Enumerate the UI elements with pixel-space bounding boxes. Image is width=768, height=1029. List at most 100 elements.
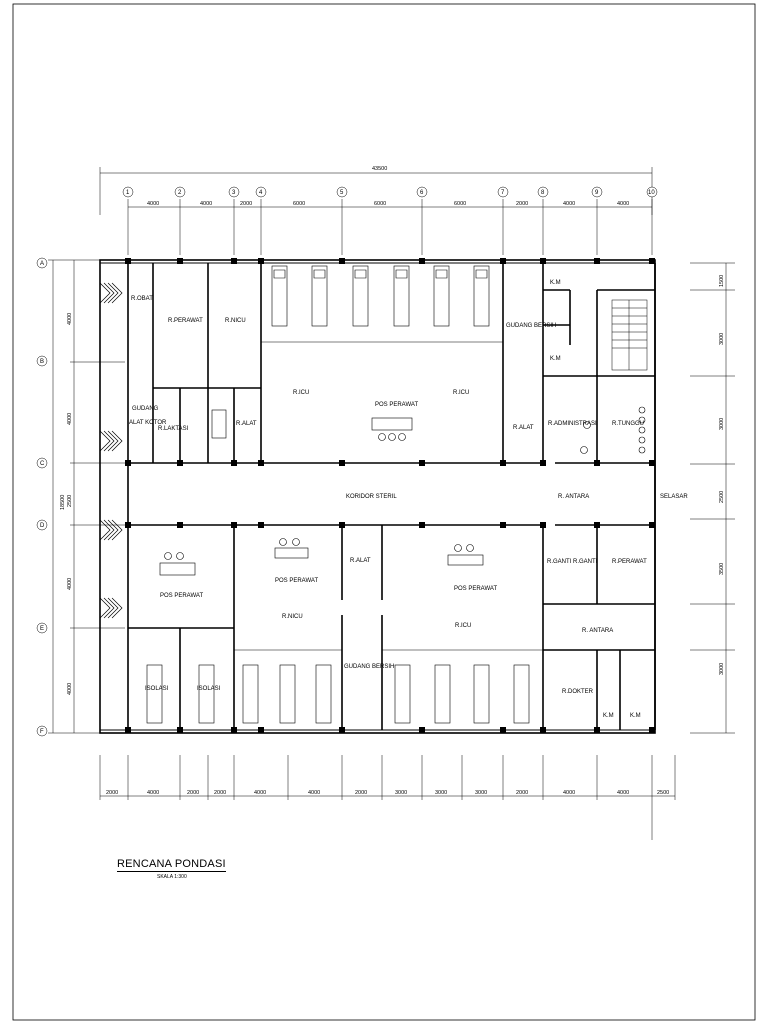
right-dim-6: 3000: [719, 663, 725, 675]
bottom-dim-2: 4000: [147, 790, 159, 796]
label-pos-perawat-mid: POS PERAWAT: [275, 578, 318, 584]
left-dim-labels: 4000 4000 2500 4000 4000: [67, 313, 73, 695]
label-r-antara-bottom: R. ANTARA: [582, 628, 613, 634]
left-dim-1: 4000: [67, 313, 73, 325]
label-r-icu-left: R.ICU: [293, 390, 309, 396]
label-r-icu-right: R.ICU: [453, 390, 469, 396]
label-koridor: KORIDOR STERIL: [346, 494, 397, 500]
bottom-dim-8: 3000: [395, 790, 407, 796]
grid-row-c: C: [40, 461, 45, 467]
grid-col-8: 8: [541, 190, 545, 196]
bottom-dim-11: 2000: [516, 790, 528, 796]
right-dim-2: 3000: [719, 333, 725, 345]
stairs: [611, 299, 648, 371]
label-isolasi-1: ISOLASI: [145, 686, 169, 692]
grid-col-3: 3: [232, 190, 236, 196]
label-gudang-alat-2: ALAT KOTOR: [129, 420, 167, 426]
bottom-dim-6: 4000: [308, 790, 320, 796]
bottom-dim-4: 2000: [214, 790, 226, 796]
grid-col-5: 5: [340, 190, 344, 196]
left-dim-5: 4000: [67, 683, 73, 695]
beds-bottom: [146, 664, 530, 724]
beds-top-icu: [271, 265, 490, 327]
label-km-1: K.M: [550, 280, 561, 286]
column-grid-labels: 1 2 3 4 5 6 7 8 9 10: [126, 190, 655, 196]
grid-row-a: A: [40, 261, 44, 267]
left-dim-2: 4000: [67, 413, 73, 425]
right-dim-1: 1500: [719, 275, 725, 287]
nurse-stations: [159, 406, 646, 576]
grid-row-f: F: [40, 729, 44, 735]
label-r-antara-top: R. ANTARA: [558, 494, 589, 500]
sheet-border: [12, 3, 756, 1021]
structural-columns: [125, 258, 655, 733]
bottom-dim-13: 4000: [617, 790, 629, 796]
top-dim-9: 4000: [617, 201, 629, 207]
top-dim-labels: 4000 4000 2000 6000 6000 6000 2000 4000 …: [147, 201, 629, 207]
top-dim-7: 2000: [516, 201, 528, 207]
grid-col-4: 4: [259, 190, 263, 196]
label-km-4: K.M: [630, 713, 641, 719]
grid-row-e: E: [40, 626, 44, 632]
grid-row-d: D: [40, 523, 45, 529]
top-dim-2: 4000: [200, 201, 212, 207]
label-r-nicu-bottom: R.NICU: [282, 614, 303, 620]
top-dim-5: 6000: [374, 201, 386, 207]
top-dim-6: 6000: [454, 201, 466, 207]
building-walls: [99, 259, 656, 734]
right-dim-5: 3500: [719, 563, 725, 575]
label-r-icu-bottom: R.ICU: [455, 623, 471, 629]
label-gudang-alat: GUDANG: [132, 406, 159, 412]
right-dim-labels: 1500 3000 3000 2500 3500 3000: [719, 275, 725, 675]
label-r-perawat-bottom: R.PERAWAT: [612, 559, 647, 565]
column-grid-markers: [122, 186, 658, 198]
label-r-ganti-2: R.GANTI: [573, 559, 598, 565]
top-dimensions: [99, 167, 653, 255]
bottom-dim-9: 3000: [435, 790, 447, 796]
label-r-tunggu: R.TUNGGU: [612, 421, 644, 427]
label-r-alat-top: R.ALAT: [236, 421, 257, 427]
label-km-3: K.M: [603, 713, 614, 719]
label-r-administrasi: R.ADMINISTRASI: [548, 421, 597, 427]
label-pos-perawat-top: POS PERAWAT: [375, 402, 418, 408]
drawing-title: RENCANA PONDASI: [117, 858, 226, 872]
bottom-dim-1: 2000: [106, 790, 118, 796]
label-km-2: K.M: [550, 356, 561, 362]
label-pos-perawat-left: POS PERAWAT: [160, 593, 203, 599]
label-r-ganti-1: R.GANTI: [547, 559, 572, 565]
bottom-dim-5: 4000: [254, 790, 266, 796]
grid-row-b: B: [40, 359, 44, 365]
top-dim-1: 4000: [147, 201, 159, 207]
label-gudang-bersih-bottom: GUDANG BERSIH: [344, 664, 394, 670]
room-labels: R.OBAT R.PERAWAT R.NICU GUDANG ALAT KOTO…: [129, 280, 688, 719]
top-dim-8: 4000: [563, 201, 575, 207]
grid-col-1: 1: [126, 190, 130, 196]
grid-col-10: 10: [648, 190, 655, 196]
overall-dimension: 43500: [372, 166, 387, 172]
grid-col-6: 6: [420, 190, 424, 196]
drawing-scale: SKALA 1:300: [157, 874, 187, 880]
bottom-dim-3: 2000: [187, 790, 199, 796]
left-total-dim: 18500: [60, 495, 66, 510]
row-grid-labels: A B C D E F: [40, 261, 45, 735]
label-r-alat-right: R.ALAT: [513, 425, 534, 431]
top-dim-3: 2000: [240, 201, 252, 207]
grid-col-2: 2: [178, 190, 182, 196]
title-block: RENCANA PONDASI SKALA 1:300: [117, 858, 226, 880]
row-grid-markers: [36, 257, 48, 737]
left-ramps: [99, 282, 123, 619]
grid-col-7: 7: [501, 190, 505, 196]
bottom-dim-14: 2500: [657, 790, 669, 796]
label-r-alat-bottom: R.ALAT: [350, 558, 371, 564]
right-dim-4: 2500: [719, 491, 725, 503]
label-r-obat: R.OBAT: [131, 296, 153, 302]
left-dim-4: 4000: [67, 578, 73, 590]
bottom-dim-labels: 2000 4000 2000 2000 4000 4000 2000 3000 …: [106, 790, 669, 796]
label-r-perawat-top: R.PERAWAT: [168, 318, 203, 324]
bottom-dim-12: 4000: [563, 790, 575, 796]
left-dim-3: 2500: [67, 495, 73, 507]
bottom-dim-7: 2000: [355, 790, 367, 796]
top-dim-4: 6000: [293, 201, 305, 207]
left-dimensions: [48, 259, 125, 734]
